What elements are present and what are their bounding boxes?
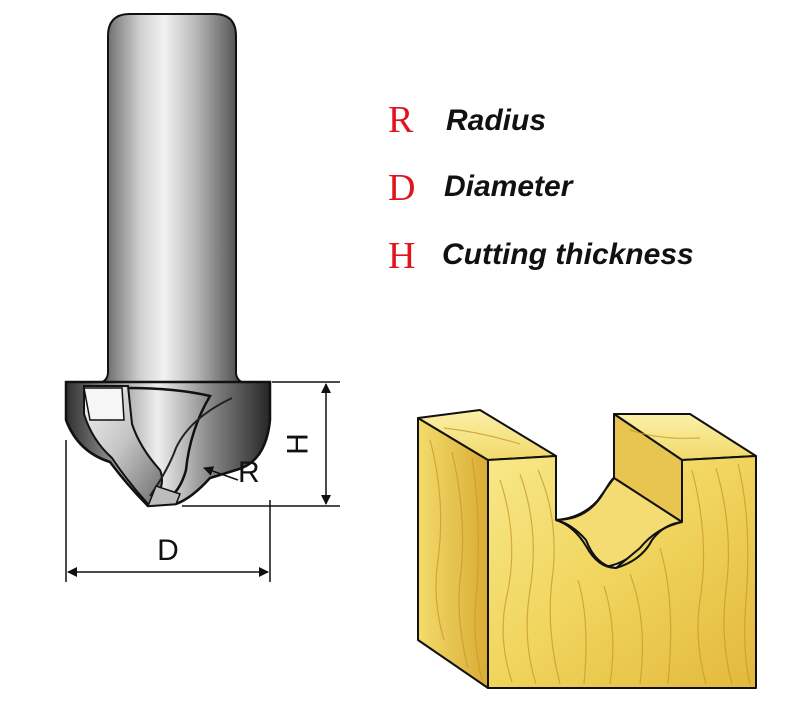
d-dimension-label: D (157, 534, 179, 567)
legend-letter: D (388, 167, 415, 209)
legend-item-height: H Cutting thickness (388, 235, 694, 277)
wood-block (417, 409, 757, 689)
legend-letter: R (388, 99, 414, 141)
legend: R Radius D Diameter H Cutting thickness (388, 99, 694, 277)
legend-term: Diameter (444, 170, 575, 203)
r-leader-line (203, 466, 239, 481)
bit-blade-face (83, 387, 125, 421)
h-dimension-label: H (282, 433, 315, 455)
legend-item-radius: R Radius (388, 99, 546, 141)
bit-tip (146, 485, 181, 507)
legend-letter: H (388, 235, 415, 277)
dimension-lines: H D R (65, 381, 340, 582)
bit-profile-curve (149, 397, 233, 497)
router-bit (64, 13, 272, 508)
r-dimension-label: R (238, 456, 260, 489)
wood-front-profile (555, 519, 683, 569)
legend-item-diameter: D Diameter (388, 167, 575, 209)
legend-term: Radius (446, 104, 546, 137)
legend-term: Cutting thickness (442, 238, 694, 271)
bit-cutting-edge (127, 386, 212, 502)
wood-groove-profile (555, 477, 615, 521)
bit-shank (91, 13, 253, 385)
wood-grain (429, 427, 751, 685)
